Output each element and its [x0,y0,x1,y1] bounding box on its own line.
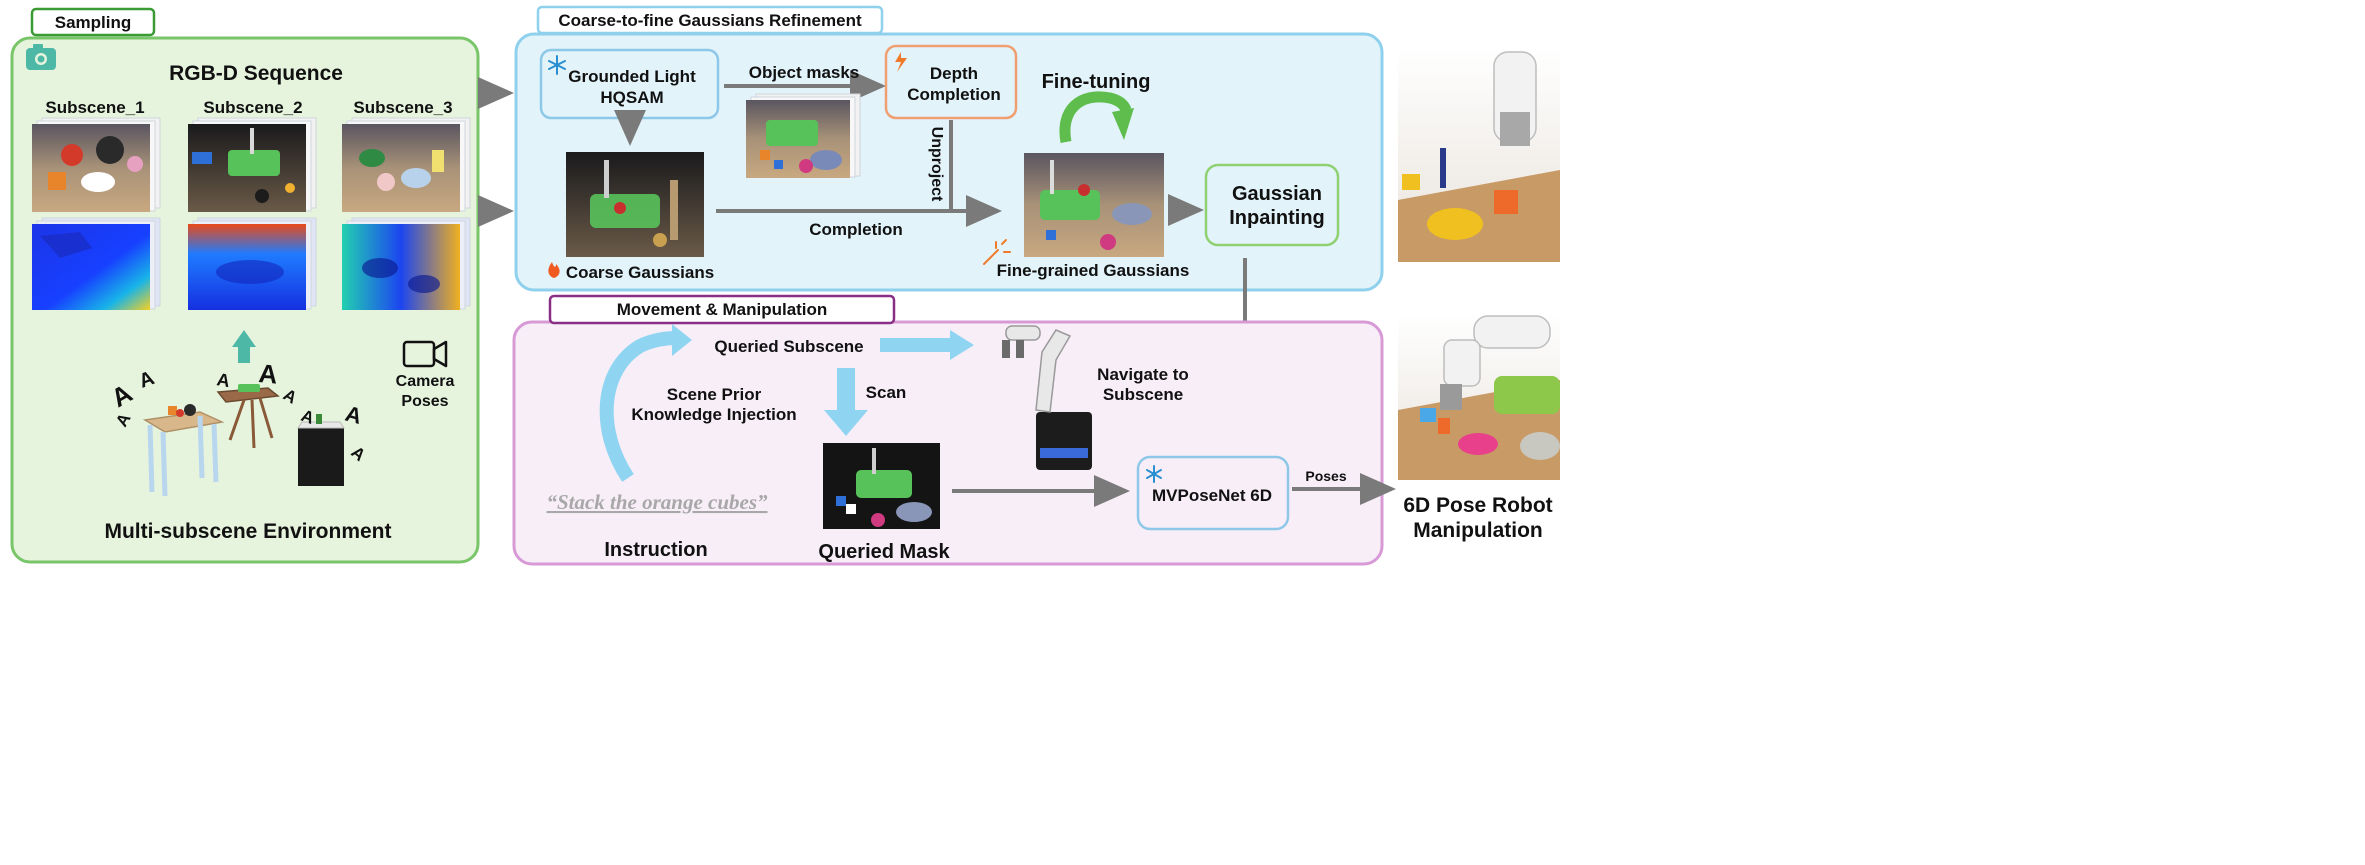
robot-manipulation-photo-top [1398,48,1560,262]
poses-label: Poses [1305,468,1346,484]
arrow-to-navigate [880,330,974,360]
hqsam-label-2: HQSAM [600,88,663,107]
snowflake-icon [548,55,566,75]
completion-label: Completion [809,220,903,239]
camera-glyph-1: A [136,367,157,393]
hqsam-node: Grounded Light HQSAM [539,48,720,120]
knowledge-injection-curved-arrow [599,324,692,482]
queried-subscene-label: Queried Subscene [714,337,863,356]
sampling-tab-label: Sampling [55,13,132,32]
video-camera-icon [402,340,448,368]
subscene-3-rgb-stack [342,117,471,212]
sampling-tab: Sampling [30,7,156,37]
mvposenet-label: MVPoseNet 6D [1152,486,1272,505]
instruction-quote: “Stack the orange cubes” [546,490,768,514]
unproject-label: Unproject [928,127,945,202]
camera-glyph-8: A [343,401,365,429]
scan-label: Scan [866,383,907,402]
upload-arrow-icon [232,330,256,363]
subscene-2-rgb-stack [188,117,317,212]
hqsam-label-1: Grounded Light [568,67,696,86]
camera-glyph-4: A [215,369,231,391]
manipulation-tab: Movement & Manipulation [548,294,896,325]
robot-manipulation-photo-bottom [1398,314,1560,480]
camera-poses-label-2: Poses [401,393,448,410]
navigate-label-1: Navigate to [1097,365,1189,384]
camera-poses-label-1: Camera [396,373,455,390]
fine-tuning-label: Fine-tuning [1042,71,1151,93]
fine-grained-gaussians-image [1024,153,1164,257]
subscene-3-depth-stack [342,217,471,310]
mobile-robot-illustration [1002,325,1092,470]
refinement-tab: Coarse-to-fine Gaussians Refinement [536,5,884,35]
scene-prior-label-1: Scene Prior [667,385,762,404]
navigate-label-2: Subscene [1103,385,1183,404]
object-masks-label: Object masks [749,63,860,82]
instruction-label: Instruction [604,539,707,561]
flame-icon [548,262,560,278]
depth-completion-node: Depth Completion [884,44,1018,120]
subscene-2-depth-stack [188,217,317,310]
gaussian-inpainting-label-2: Inpainting [1229,207,1325,229]
coarse-gaussians-label: Coarse Gaussians [566,263,714,282]
subscene-2-label: Subscene_2 [203,98,302,117]
sparkle-icon [983,239,1011,265]
subscene-1-depth-stack [32,217,161,310]
depth-completion-label-1: Depth [930,64,978,83]
camera-glyph-5: A [257,358,279,390]
result-label-1: 6D Pose Robot [1403,494,1552,517]
result-label-2: Manipulation [1413,519,1543,542]
depth-completion-label-2: Completion [907,85,1001,104]
lightning-icon [895,52,907,72]
rgbd-title: RGB-D Sequence [169,62,343,85]
gaussian-inpainting-node: Gaussian Inpainting [1204,163,1340,247]
mvposenet-node: MVPoseNet 6D [1136,455,1290,531]
fine-grained-gaussians-label: Fine-grained Gaussians [997,261,1190,280]
queried-mask-image [823,443,940,529]
subscene-1-rgb-stack [32,117,161,212]
manipulation-tab-label: Movement & Manipulation [617,300,828,319]
camera-icon [26,44,56,70]
subscene-1-label: Subscene_1 [45,98,144,117]
refinement-tab-label: Coarse-to-fine Gaussians Refinement [558,11,862,30]
camera-glyph-7: A [299,406,317,428]
scene-prior-label-2: Knowledge Injection [631,405,796,424]
subscene-3-label: Subscene_3 [353,98,452,117]
multi-subscene-environment-illustration: A A A A A A A A A [106,358,369,497]
object-masks-image-stack [746,93,861,178]
snowflake-icon [1146,465,1162,483]
environment-label: Multi-subscene Environment [104,520,391,543]
fine-tuning-arrow-icon [1059,91,1134,144]
queried-mask-label: Queried Mask [818,541,950,563]
gaussian-inpainting-label-1: Gaussian [1232,183,1322,205]
coarse-gaussians-image [566,152,704,257]
arrow-scan [824,368,868,436]
